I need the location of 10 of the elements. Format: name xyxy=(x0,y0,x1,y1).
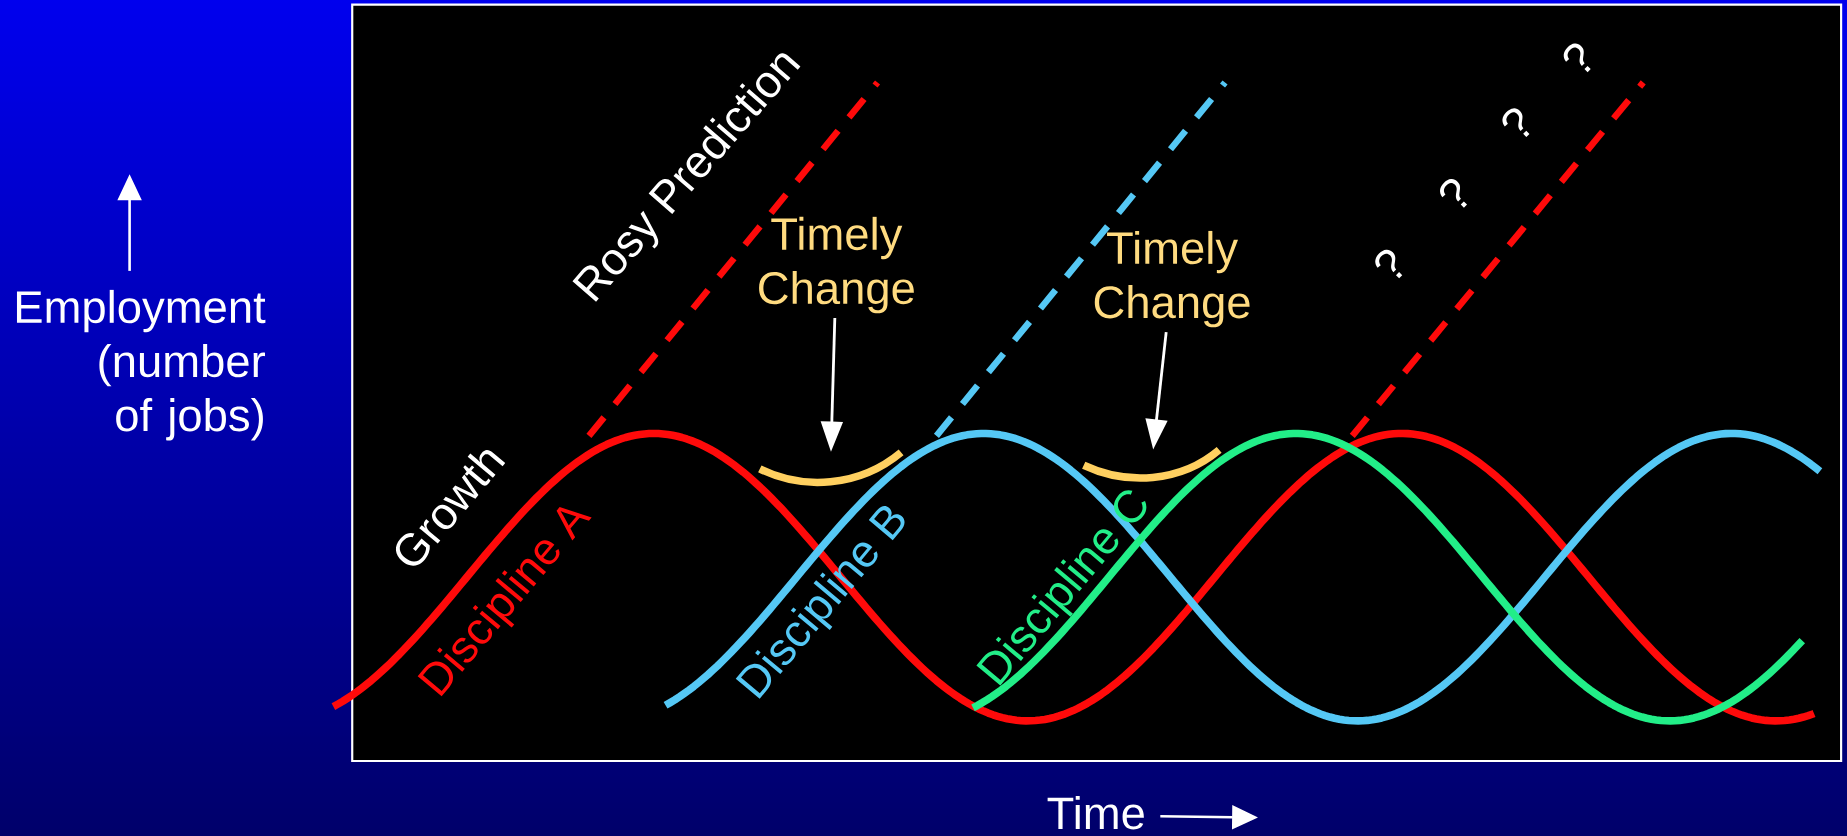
axis-label: Employment (number of jobs) xyxy=(17,289,266,441)
axis-label: Time xyxy=(1047,795,1144,830)
callout-text: Timely Change xyxy=(1094,230,1250,328)
question-mark: ? xyxy=(1375,249,1403,279)
question-mark: ? xyxy=(1440,178,1467,208)
question-mark: ? xyxy=(1502,108,1530,137)
callout-text: Timely Change xyxy=(759,216,914,314)
highlight-arc xyxy=(1082,446,1222,482)
question-mark: ? xyxy=(1563,43,1591,72)
highlight-arc xyxy=(758,449,904,486)
